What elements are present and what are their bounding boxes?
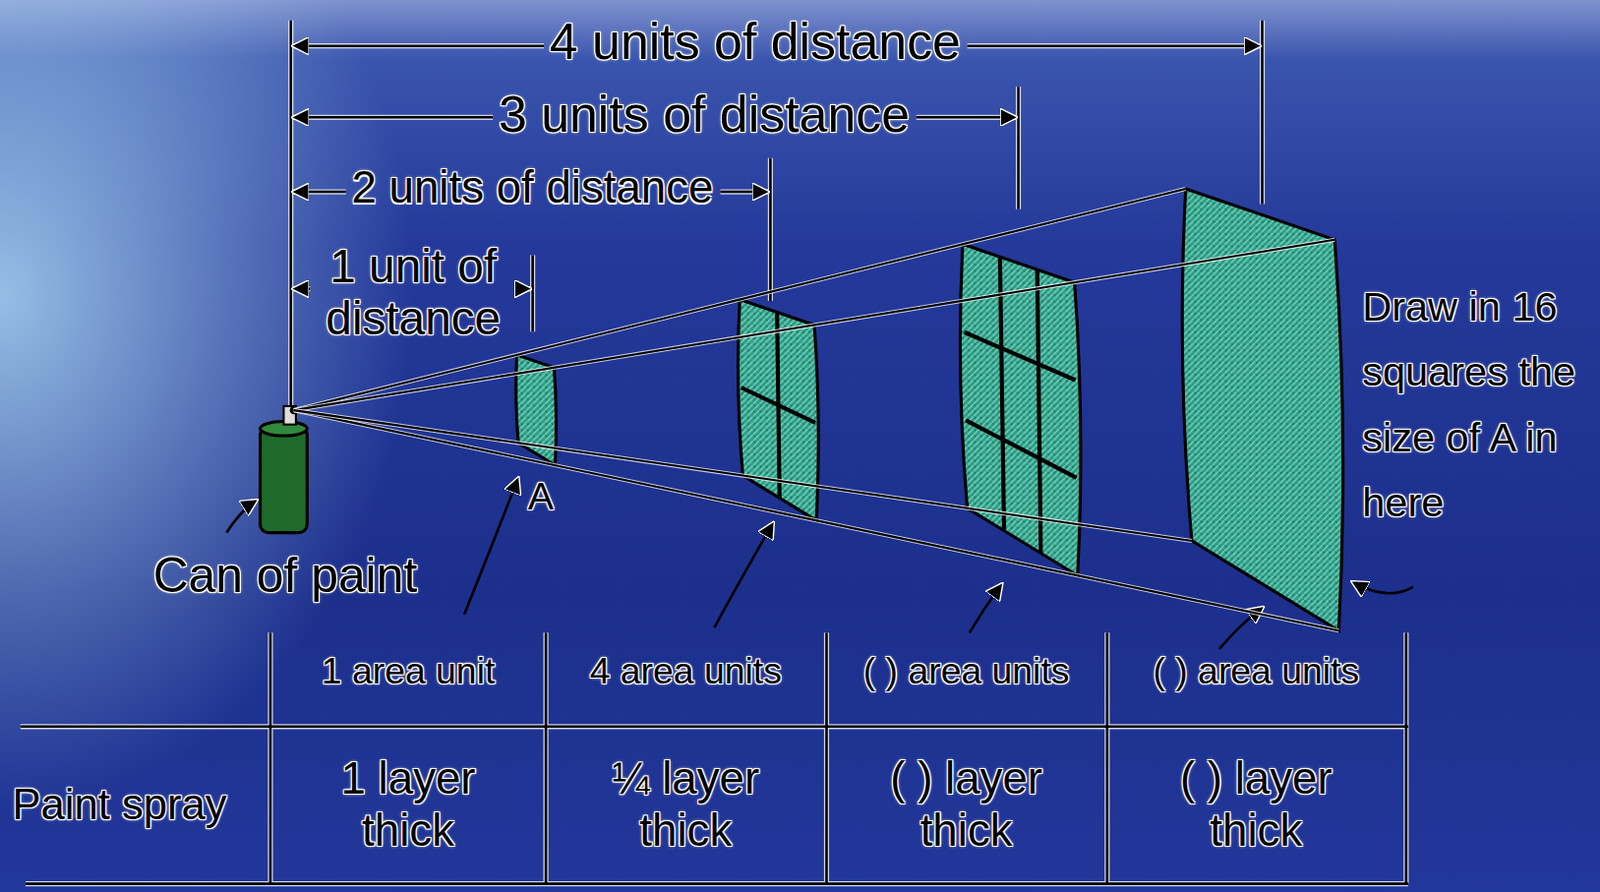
- spray-edge: [294, 410, 1192, 541]
- dimension-halo: [720, 188, 770, 194]
- spray-edge-halo: [294, 188, 1186, 411]
- dimension-arrow: [293, 190, 347, 194]
- part-label: Can of paint: [153, 548, 460, 603]
- spray-edge: [294, 188, 1186, 411]
- dimension-arrow: [916, 116, 1017, 119]
- dimension-halo: [293, 43, 544, 49]
- dimension-halo: [293, 188, 347, 194]
- dimension-arrow: [293, 44, 544, 48]
- distance-dimension: 3 units of distance: [498, 86, 910, 143]
- distance-dimension: 1 unit of distance: [316, 240, 511, 345]
- dimension-halo: [516, 286, 532, 292]
- dimension-arrow: [720, 190, 770, 194]
- dimension-halo: [293, 286, 311, 292]
- frame-area: [1182, 188, 1343, 631]
- table-cell: 4 area units: [548, 651, 823, 692]
- dimension-arrow: [967, 44, 1261, 48]
- distance-dimension: 4 units of distance: [549, 14, 961, 71]
- spray-edge: [294, 239, 1335, 411]
- table-cell: Paint spray: [11, 781, 267, 830]
- table-cell: ¼ layer thick: [584, 753, 789, 857]
- spray-frame: [959, 243, 1081, 576]
- table-cell: 1 area unit: [274, 651, 542, 692]
- spray-edge-halo: [294, 410, 1340, 631]
- frame-area: [959, 243, 1081, 576]
- table-cell: ( ) layer thick: [864, 753, 1069, 857]
- table-cell: ( ) layer thick: [1154, 753, 1360, 857]
- dimension-halo: [916, 115, 1017, 120]
- table-grid: [20, 632, 1409, 884]
- paint-can: [260, 406, 308, 534]
- table-cell: ( ) area units: [1110, 651, 1403, 692]
- dimension-arrow: [516, 287, 532, 291]
- grid-line: [964, 332, 1076, 381]
- grid-line: [965, 419, 1077, 478]
- dimension-halo: [967, 43, 1261, 49]
- grid-line: [741, 387, 816, 423]
- spray-frame: [1182, 188, 1343, 631]
- grid-line: [1037, 269, 1042, 553]
- dimension-arrow: [293, 287, 311, 291]
- dimension-halo: [293, 115, 493, 120]
- spray-edge-halo: [294, 239, 1335, 411]
- spray-edge: [294, 410, 1340, 631]
- dimension-arrow: [293, 116, 493, 119]
- part-label: A: [520, 475, 562, 519]
- distance-dimension: 2 units of distance: [351, 163, 713, 213]
- grid-line: [1000, 256, 1005, 531]
- spray-edge-halo: [294, 410, 1192, 541]
- instruction-note: Draw in 16 squares the size of A in here: [1362, 273, 1596, 535]
- table-cell: 1 layer thick: [305, 753, 511, 857]
- table-cell: ( ) area units: [829, 651, 1104, 692]
